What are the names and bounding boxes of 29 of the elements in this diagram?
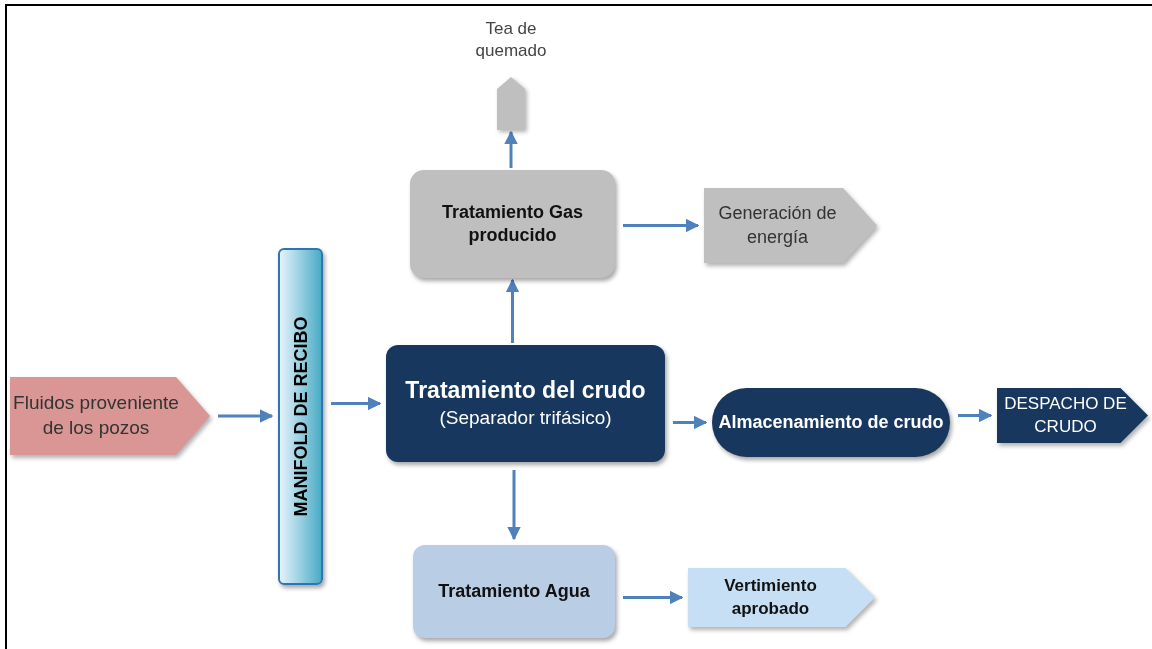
manifold-bar	[278, 248, 323, 585]
process-box	[386, 345, 665, 462]
arrow	[505, 278, 520, 343]
box-subtitle: (Separador trifásico)	[438, 406, 613, 431]
arrow	[958, 408, 993, 423]
output-arrow-shape	[997, 388, 1148, 443]
arrow	[507, 470, 521, 541]
box-label: Vertimiento aprobado	[723, 575, 818, 620]
box-title: Tratamiento Gas producido	[440, 200, 584, 247]
box-label: Almacenamiento de crudo	[718, 410, 944, 434]
box-label: Generación de energía	[717, 202, 838, 249]
arrow	[504, 130, 518, 168]
arrow	[331, 396, 382, 411]
output-arrow-shape	[704, 188, 877, 263]
arrow	[673, 415, 708, 430]
box-title: Tratamiento Agua	[437, 579, 591, 603]
storage-pill	[712, 388, 950, 457]
source-arrow-shape	[10, 377, 210, 455]
box-title: Tratamiento del crudo	[404, 376, 647, 406]
vertical-label: MANIFOLD DE RECIBO	[290, 316, 311, 517]
arrow	[218, 409, 274, 423]
box-label: DESPACHO DE CRUDO	[1003, 393, 1128, 438]
process-box	[413, 545, 615, 638]
output-arrow-shape	[688, 568, 875, 627]
box-label: Fluidos proveniente de los pozos	[12, 391, 180, 440]
process-box	[410, 170, 615, 278]
arrow	[623, 590, 684, 605]
arrow	[623, 218, 700, 233]
flare-label: Tea de quemado	[474, 18, 548, 63]
